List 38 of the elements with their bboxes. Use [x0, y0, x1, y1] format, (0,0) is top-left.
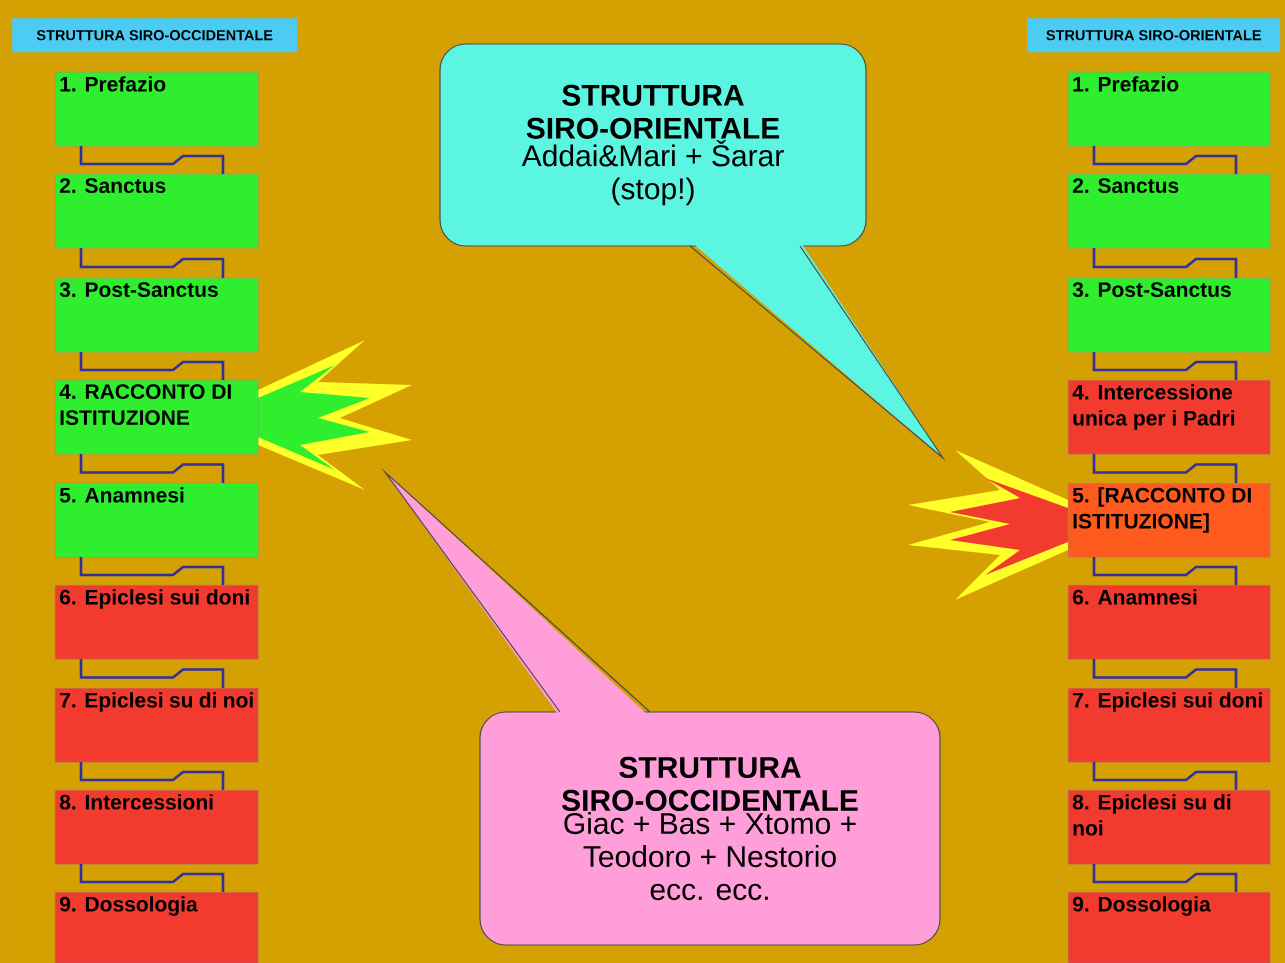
connector-line — [1092, 659, 1238, 688]
step-box: 9. Dossologia — [1068, 892, 1271, 963]
step-box: 5. Anamnesi — [55, 483, 259, 558]
step-box: 7. Epiclesi sui doni — [1068, 688, 1271, 763]
connector-line — [1092, 864, 1238, 892]
connector-line — [79, 557, 225, 585]
step-box: 7. Epiclesi su di noi — [55, 688, 259, 763]
step-box: 1. Prefazio — [55, 72, 259, 147]
connector-line — [79, 762, 225, 790]
step-box: 1. Prefazio — [1068, 72, 1271, 147]
step-box: 2. Sanctus — [1068, 174, 1271, 249]
step-box: 6. Epiclesi sui doni — [55, 585, 259, 660]
step-box: 8. Intercessioni — [55, 790, 259, 865]
step-box: 3. Post-Sanctus — [55, 278, 259, 353]
connector-line — [79, 248, 225, 278]
heading-band: STRUTTURA SIRO-ORIENTALE — [1027, 18, 1281, 53]
step-box: 8. Epiclesi su di noi — [1068, 790, 1271, 865]
step-box: 3. Post-Sanctus — [1068, 278, 1271, 353]
step-box: 2. Sanctus — [55, 174, 259, 249]
step-box: 9. Dossologia — [55, 892, 259, 963]
connector-line — [1092, 557, 1238, 585]
step-box: 4. Intercessione unica per i Padri — [1068, 380, 1271, 455]
heading-band: STRUTTURA SIRO-OCCIDENTALE — [12, 18, 298, 53]
connector-line — [79, 454, 225, 483]
connector-line — [79, 864, 225, 892]
connector-line — [1092, 352, 1238, 380]
connector-line — [1092, 454, 1238, 483]
speech-bubble: STRUTTURA SIRO-OCCIDENTALE Giac + Bas + Xtomo + Teodoro + Nestorio ecc. ecc. — [381, 467, 941, 946]
connector-line — [79, 659, 225, 688]
connector-line — [1092, 762, 1238, 790]
connector-line — [79, 352, 225, 380]
speech-bubble: STRUTTURA SIRO-ORIENTALE Addai&Mari + Šarar (stop!) — [439, 43, 946, 462]
connector-line — [1092, 146, 1238, 174]
step-box: 5. [RACCONTO DI ISTITUZIONE] — [1068, 483, 1271, 558]
step-box: 4. RACCONTO DI ISTITUZIONE — [55, 380, 259, 455]
connector-line — [1092, 248, 1238, 278]
connector-line — [79, 146, 225, 174]
step-box: 6. Anamnesi — [1068, 585, 1271, 660]
